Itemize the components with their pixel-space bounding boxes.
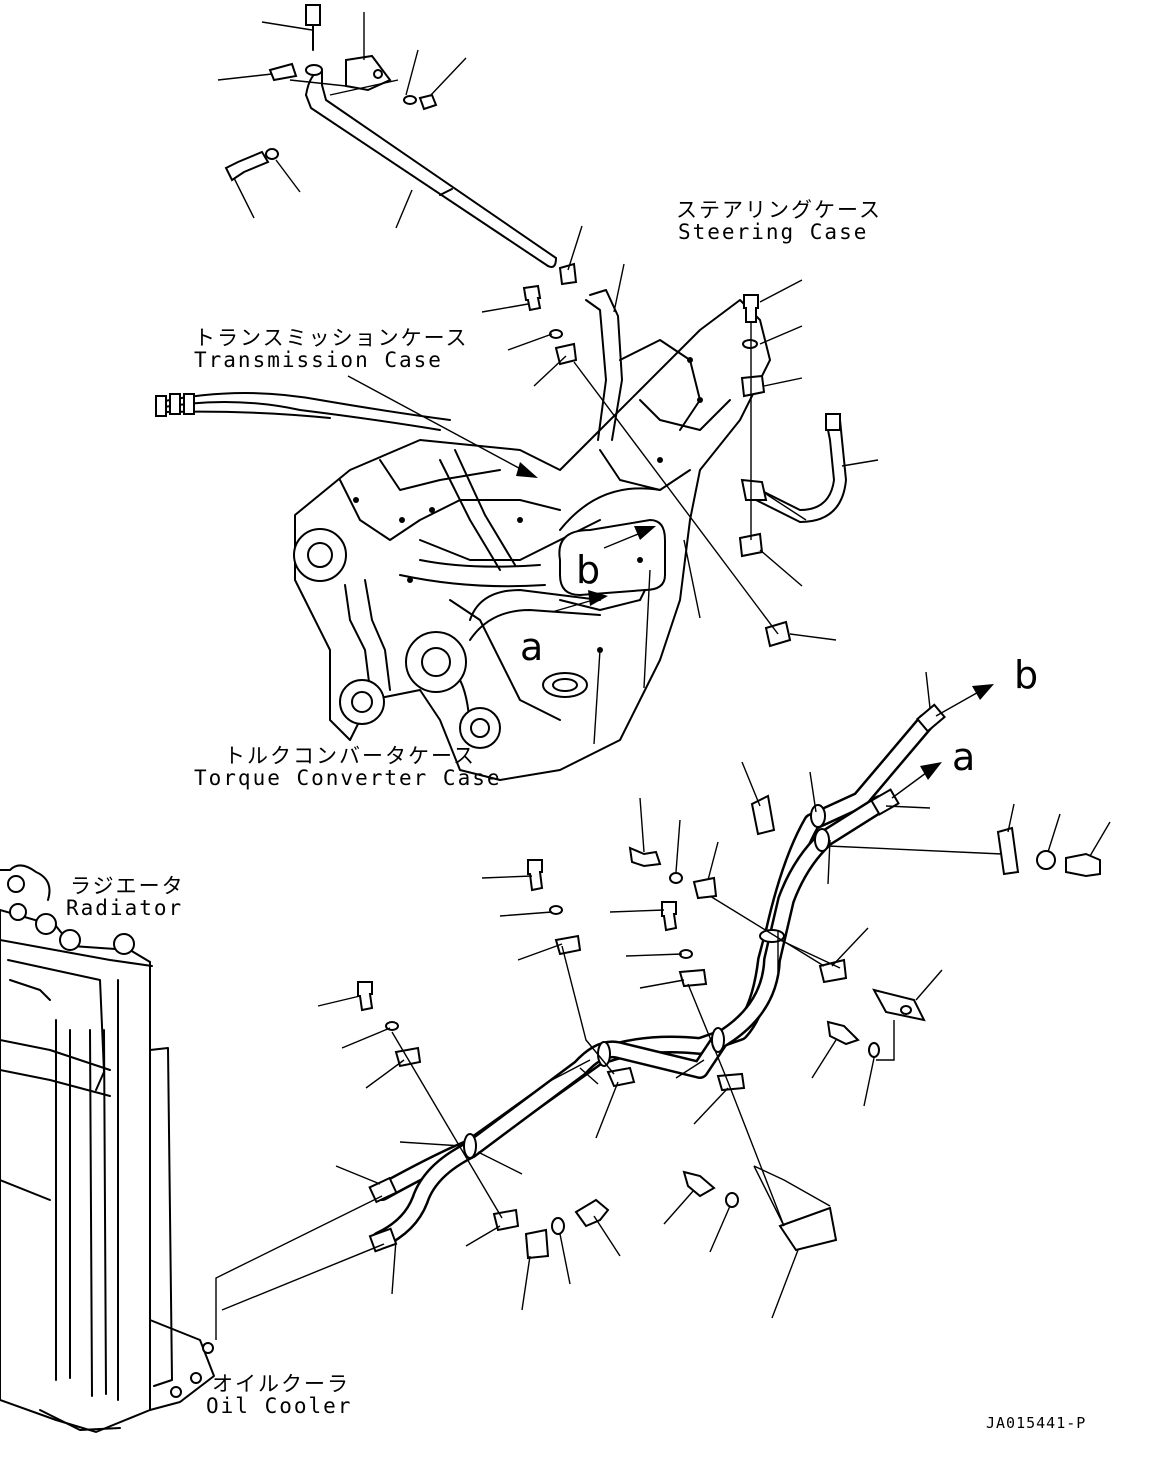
radiator-label-jp: ラジエータ	[70, 874, 185, 898]
steering-case-label-en: Steering Case	[678, 220, 869, 244]
mark-a-hose: a	[952, 735, 975, 779]
mark-b-hose: b	[1014, 653, 1038, 697]
transmission-assembly	[155, 225, 879, 781]
drawing-number: JA015441-P	[986, 1414, 1087, 1432]
radiator-label-en: Radiator	[66, 896, 184, 920]
mark-b-engine: b	[576, 548, 600, 592]
steering-case-label-jp: ステアリングケース	[676, 198, 882, 222]
radiator-assembly	[0, 864, 215, 1434]
top-pipe-assembly	[217, 4, 557, 268]
torque-converter-case-label-jp: トルクコンバータケース	[224, 744, 476, 768]
transmission-case-label-jp: トランスミッションケース	[194, 326, 469, 350]
torque-converter-case-label-en: Torque Converter Case	[194, 766, 502, 790]
transmission-case-label-en: Transmission Case	[194, 348, 443, 372]
mark-a-engine: a	[520, 625, 543, 669]
cooler-hose-assembly	[215, 671, 1111, 1340]
oil-cooler-label-en: Oil Cooler	[206, 1394, 353, 1418]
oil-cooler-label-jp: オイルクーラ	[212, 1372, 350, 1396]
